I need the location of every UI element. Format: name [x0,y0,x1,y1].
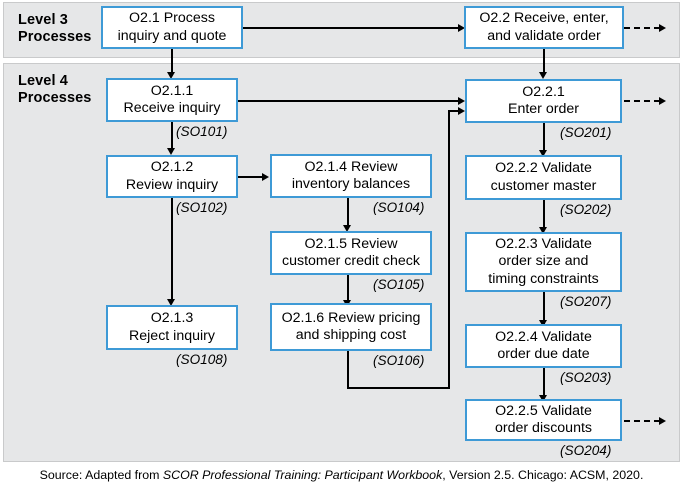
connector-o212-to-o214 [238,176,263,178]
level-4-label: Level 4 Processes [18,73,92,106]
arrowhead-o22-to-o221 [539,72,547,79]
process-node-o22[interactable]: O2.2 Receive, enter, and validate order [464,6,624,49]
sotag-o224: (SO203) [560,370,612,385]
arrowhead-o221-to-o222 [539,150,547,157]
sotag-o215: (SO105) [373,277,425,292]
arrowhead-o223-to-o224 [539,320,547,327]
arrowhead-o222-to-o223 [539,227,547,234]
arrowhead-o22-out [659,23,666,32]
connector-o214-to-o215 [347,198,349,228]
connector-o223-to-o224 [543,292,545,324]
process-node-o221[interactable]: O2.2.1 Enter order [465,79,622,123]
sotag-o212: (SO102) [176,200,228,215]
connector-o221-to-o222 [543,123,545,153]
process-node-o21[interactable]: O2.1 Process inquiry and quote [101,6,243,49]
sotag-o225: (SO204) [560,443,612,458]
connector-o224-to-o225 [543,368,545,398]
sotag-o213: (SO108) [176,352,228,367]
connector-o21-to-o22 [243,27,458,29]
arrowhead-o214-to-o215 [343,225,351,232]
connector-o216-up [448,110,450,389]
connector-o211-to-o212 [171,122,173,151]
sotag-o221: (SO201) [560,125,612,140]
arrowhead-o212-to-o213 [167,299,175,306]
connector-o215-to-o216 [347,275,349,305]
process-node-o212[interactable]: O2.1.2 Review inquiry [106,155,238,198]
sotag-o222: (SO202) [560,202,612,217]
source-suffix: , Version 2.5. Chicago: ACSM, 2020. [442,468,644,482]
arrowhead-o216-to-o221 [458,106,465,115]
connector-o216-into-o221 [448,110,462,112]
connector-o216-down [347,351,349,389]
process-node-o223[interactable]: O2.2.3 Validate order size and timing co… [465,232,622,292]
arrowhead-o224-to-o225 [539,395,547,402]
arrowhead-o225-out [659,416,666,425]
sotag-o214: (SO104) [373,200,425,215]
source-prefix: Source: Adapted from [39,468,163,482]
connector-o212-to-o213 [171,198,173,302]
connector-o21-to-o211 [171,49,173,75]
arrowhead-o211-to-o212 [167,148,175,155]
process-node-o225[interactable]: O2.2.5 Validate order discounts [465,399,622,441]
sotag-o211: (SO101) [176,124,228,139]
sotag-o223: (SO207) [560,294,612,309]
connector-o22-to-o221 [543,49,545,75]
arrowhead-o21-to-o211 [167,72,175,79]
arrowhead-o211-to-o221 [458,96,465,105]
process-node-o222[interactable]: O2.2.2 Validate customer master [465,155,622,200]
process-node-o224[interactable]: O2.2.4 Validate order due date [465,324,622,368]
process-node-o215[interactable]: O2.1.5 Review customer credit check [270,231,432,275]
connector-o22-out-dashed [624,27,660,29]
source-note: Source: Adapted from SCOR Professional T… [0,468,683,482]
level-3-label: Level 3 Processes [18,12,92,45]
arrowhead-o21-to-o22 [458,23,465,32]
arrowhead-o212-to-o214 [262,172,269,181]
connector-o211-to-o221 [238,100,460,102]
process-node-o211[interactable]: O2.1.1 Receive inquiry [106,78,238,122]
process-node-o216[interactable]: O2.1.6 Review pricing and shipping cost [270,303,432,351]
source-title: SCOR Professional Training: Participant … [162,468,443,482]
connector-o221-out-dashed [624,100,660,102]
process-node-o213[interactable]: O2.1.3 Reject inquiry [106,305,238,350]
arrowhead-o221-out [659,96,666,105]
process-node-o214[interactable]: O2.1.4 Review inventory balances [270,154,432,198]
connector-o216-right [347,387,450,389]
connector-o222-to-o223 [543,200,545,230]
sotag-o216: (SO106) [373,353,425,368]
connector-o225-out-dashed [624,420,660,422]
